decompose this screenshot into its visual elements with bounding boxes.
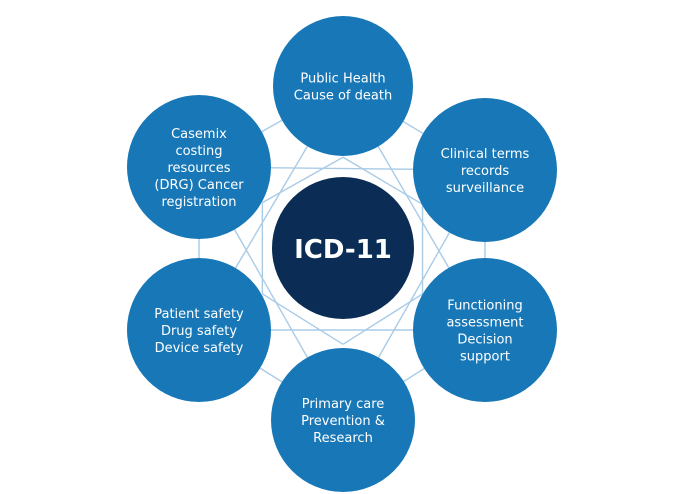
node-label-line: Clinical terms (441, 147, 530, 162)
node-label-line: Patient safety (154, 307, 244, 322)
node-label-line: Casemix (171, 127, 227, 142)
node-label-line: (DRG) Cancer (154, 178, 244, 193)
center-label: ICD-11 (294, 235, 392, 265)
inner-hex-line (262, 156, 344, 204)
node-label-line: Functioning (447, 299, 522, 314)
node-label-line: Decision (457, 333, 512, 348)
node-circle (127, 258, 271, 402)
node-clinical-terms: Clinical terms records surveillance (413, 98, 557, 242)
node-label-line: Primary care (302, 397, 385, 412)
node-label-line: Prevention & (301, 414, 385, 429)
node-casemix: Casemix costing resources (DRG) Cancer regis… (127, 95, 271, 239)
center-node: ICD-11 (272, 177, 414, 319)
node-label-line: Research (313, 431, 373, 446)
node-circle (273, 16, 413, 156)
node-label-line: Public Health (300, 72, 385, 87)
node-label-line: support (460, 350, 510, 365)
node-label-line: assessment (446, 316, 523, 331)
node-circle (271, 348, 415, 492)
center-circle (272, 177, 414, 319)
node-label-line: Cause of death (294, 89, 392, 104)
node-label-line: resources (167, 161, 230, 176)
node-label-line: Drug safety (161, 324, 237, 339)
node-circle (413, 258, 557, 402)
node-circle (127, 95, 271, 239)
inner-hex-line (342, 156, 423, 205)
node-label-line: costing (175, 144, 222, 159)
node-label-line: registration (161, 195, 236, 210)
node-circle (413, 98, 557, 242)
node-label-line: Device safety (155, 341, 244, 356)
node-label-line: records (461, 164, 510, 179)
node-label-line: surveillance (446, 181, 524, 196)
